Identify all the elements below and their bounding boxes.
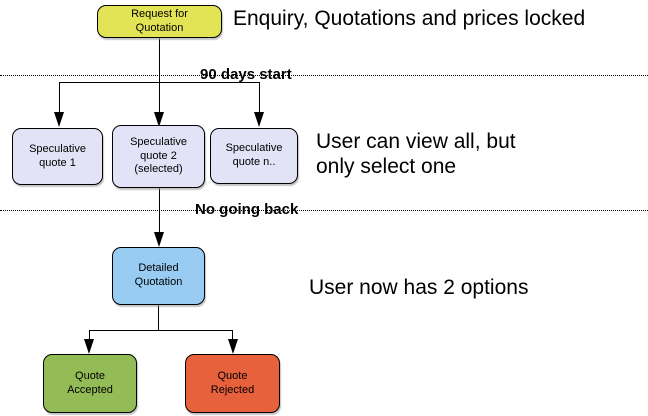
separator-label-90-days-start: 90 days start [200,66,292,83]
node-label: Speculative quote 1 [29,142,86,169]
connector-request-to-branch [159,38,160,82]
arrow-down-icon [54,112,64,127]
arrow-down-icon [84,339,94,354]
connector-quote2-to-detailed [159,188,160,233]
node-detailed-quotation: Detailed Quotation [112,247,205,305]
node-label: Speculative quote n.. [225,142,283,168]
annotation-user-can-view-all: User can view all, but only select one [316,130,516,178]
arrow-down-icon [154,112,164,127]
separator-line-no-going-back [0,210,648,211]
node-speculative-quote-n: Speculative quote n.. [210,128,298,184]
separator-line-90-days [0,75,648,76]
node-speculative-quote-1: Speculative quote 1 [12,128,103,185]
connector-branch-to-quote2 [159,82,160,113]
connector-branch-to-quoten [259,82,260,113]
arrow-down-icon [154,232,164,247]
arrow-down-icon [228,339,238,354]
node-label: Quote Accepted [67,369,113,396]
node-label: Request for Quotation [131,7,188,34]
node-quote-rejected: Quote Rejected [185,354,280,413]
node-request-for-quotation: Request for Quotation [97,5,222,38]
node-quote-accepted: Quote Accepted [43,354,137,413]
connector-branch-to-accepted [89,330,90,340]
connector-branch-to-rejected [232,330,233,340]
connector-branch-bottom [89,330,233,331]
node-label: Speculative quote 2 (selected) [130,135,187,176]
arrow-down-icon [254,112,264,127]
node-speculative-quote-2: Speculative quote 2 (selected) [112,125,205,188]
node-label: Detailed Quotation [134,262,183,288]
annotation-user-two-options: User now has 2 options [309,276,529,299]
separator-label-no-going-back: No going back [195,201,299,218]
connector-detailed-to-branch [158,305,159,330]
node-label: Quote Rejected [210,369,255,396]
annotation-enquiry-prices-locked: Enquiry, Quotations and prices locked [233,7,586,30]
connector-branch-to-quote1 [59,82,60,113]
